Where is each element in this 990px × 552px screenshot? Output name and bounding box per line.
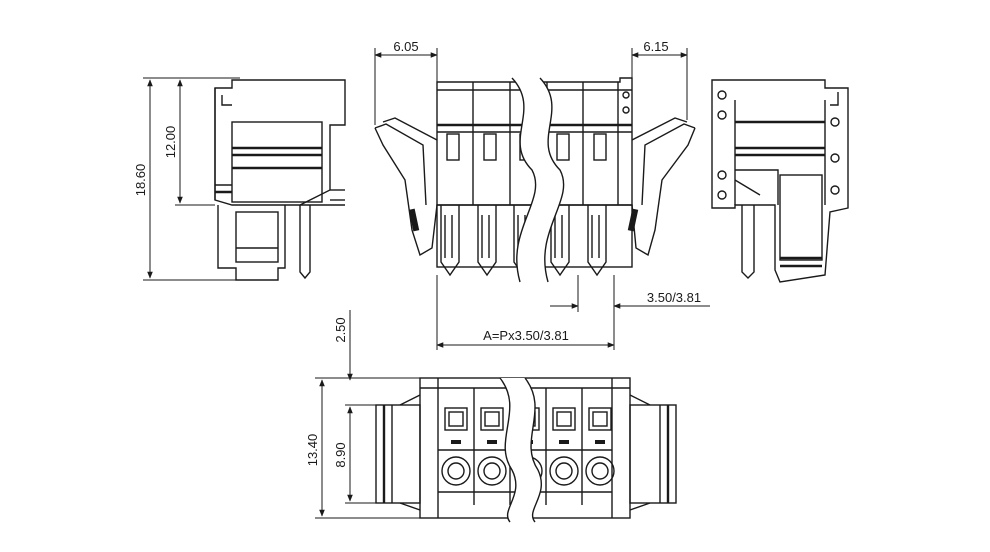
- dim-inner-height: 8.90: [333, 442, 348, 467]
- dim-upper-height: 12.00: [163, 126, 178, 159]
- dim-top-offset: 2.50: [333, 317, 348, 342]
- front-view-dimensions: [374, 48, 710, 350]
- left-view-dimensions: [143, 77, 240, 281]
- dim-bottom-height: 13.40: [305, 434, 320, 467]
- left-side-view: [214, 79, 346, 281]
- dim-right-overhang: 6.15: [643, 39, 668, 54]
- bottom-view-dimensions: [315, 310, 420, 519]
- dim-pitch: 3.50/3.81: [647, 290, 701, 305]
- right-side-view: [711, 79, 849, 283]
- dim-total-height: 18.60: [133, 164, 148, 197]
- front-view: [374, 77, 696, 283]
- dim-left-overhang: 6.05: [393, 39, 418, 54]
- dim-total-length: A=Px3.50/3.81: [483, 328, 569, 343]
- bottom-view: [375, 377, 677, 523]
